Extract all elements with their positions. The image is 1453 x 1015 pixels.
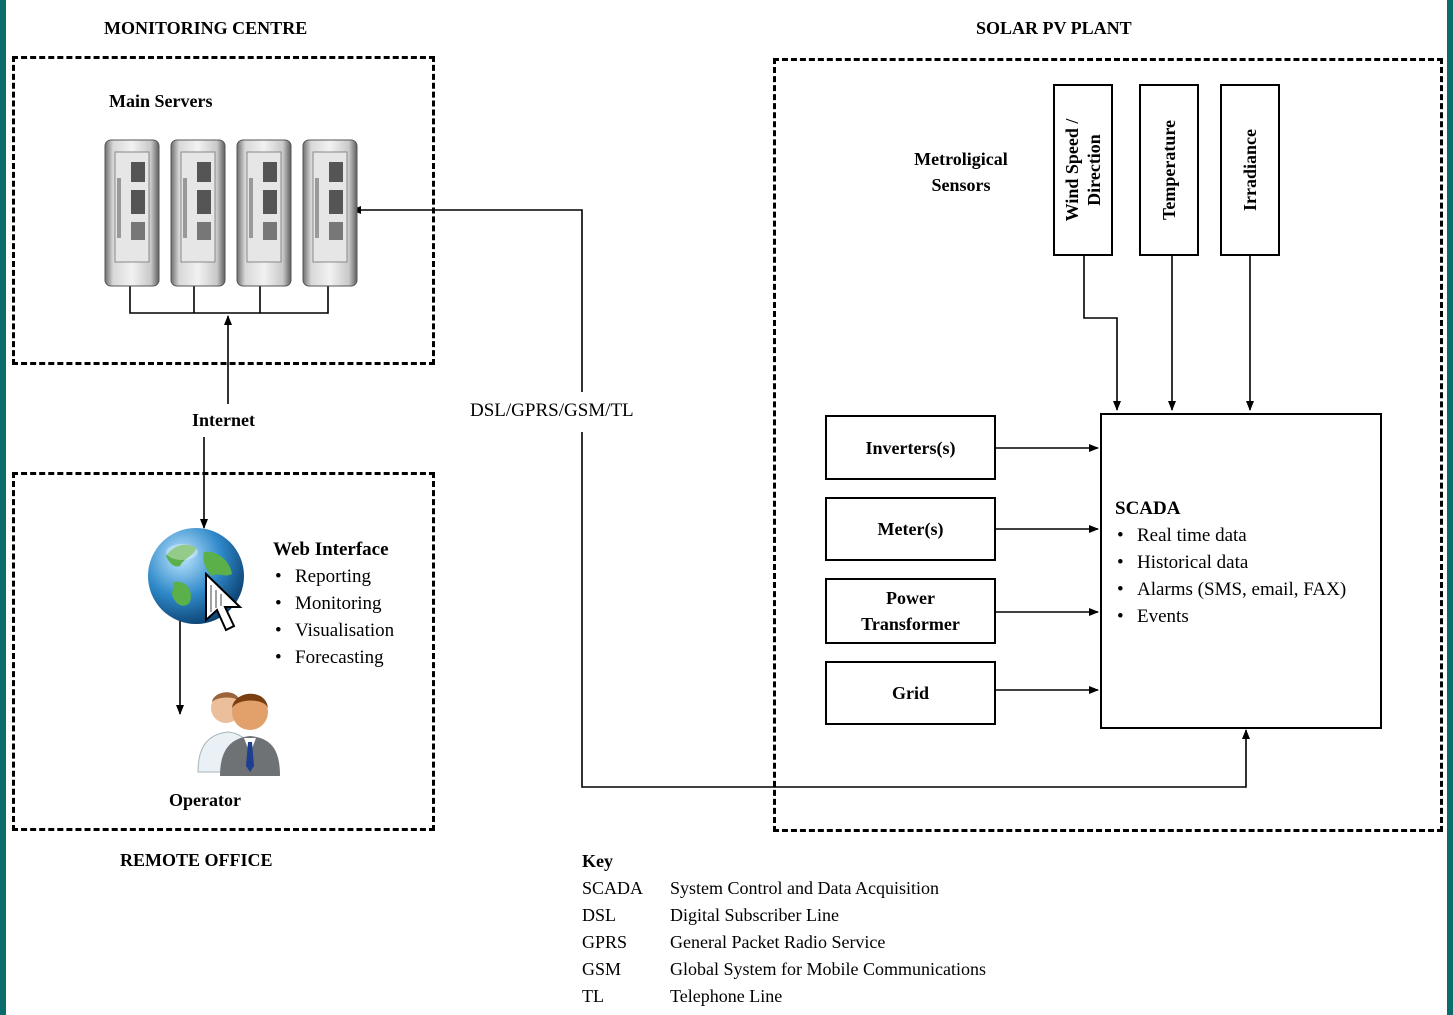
remote-office-region <box>12 472 435 831</box>
key-meaning: Telephone Line <box>670 986 783 1006</box>
key-entry: DSL Digital Subscriber Line <box>582 902 986 929</box>
key-meaning: Global System for Mobile Communications <box>670 959 986 979</box>
irradiance-sensor-label: Irradiance <box>1240 129 1260 211</box>
web-interface-title: Web Interface <box>273 539 389 560</box>
main-servers-label: Main Servers <box>109 91 213 111</box>
web-interface-list: Reporting Monitoring Visualisation Forec… <box>273 563 394 671</box>
comms-link-line <box>581 432 1250 788</box>
server-icon <box>104 139 160 287</box>
key-entry: GPRS General Packet Radio Service <box>582 929 986 956</box>
scada-item: Alarms (SMS, email, FAX) <box>1115 576 1346 603</box>
key-abbr: TL <box>582 986 604 1006</box>
main-servers-group <box>104 139 358 287</box>
key-title: Key <box>582 851 613 871</box>
comms-to-servers-arrow <box>351 206 583 392</box>
operator-label: Operator <box>169 790 241 810</box>
irradiance-sensor-box: Irradiance <box>1220 84 1280 256</box>
scada-content: SCADA Real time data Historical data Ala… <box>1115 495 1346 630</box>
key-entry: TL Telephone Line <box>582 983 986 1010</box>
cursor-icon <box>205 572 243 632</box>
sensors-title-line1: Metroligical <box>914 149 1008 169</box>
meter-box: Meter(s) <box>825 497 996 561</box>
web-interface-item: Forecasting <box>273 644 394 671</box>
server-icon <box>236 139 292 287</box>
operator-icon <box>197 692 280 776</box>
scada-item: Events <box>1115 603 1346 630</box>
sensors-title-line2: Sensors <box>931 175 991 195</box>
key-entry: SCADA System Control and Data Acquisition <box>582 875 986 902</box>
server-icon <box>170 139 226 287</box>
grid-box: Grid <box>825 661 996 725</box>
monitoring-centre-region <box>12 56 435 365</box>
scada-item: Historical data <box>1115 549 1346 576</box>
web-interface-item: Visualisation <box>273 617 394 644</box>
key-abbr: DSL <box>582 905 617 925</box>
scada-title: SCADA <box>1115 498 1181 519</box>
key-meaning: General Packet Radio Service <box>670 932 886 952</box>
comms-link-label: DSL/GPRS/GSM/TL <box>470 400 634 422</box>
key-entry: GSM Global System for Mobile Communicatio… <box>582 956 986 983</box>
key-abbr: GSM <box>582 959 622 979</box>
connector-lines <box>129 206 1254 788</box>
sensors-title: Metroligical Sensors <box>906 146 1016 198</box>
scada-item: Real time data <box>1115 522 1346 549</box>
key-abbr: GPRS <box>582 932 628 952</box>
server-icon <box>302 139 358 287</box>
wind-to-scada-arrow <box>1083 255 1121 411</box>
scada-box: SCADA Real time data Historical data Ala… <box>1100 413 1382 729</box>
wind-sensor-label: Wind Speed / Direction <box>1062 118 1104 222</box>
key-abbr: SCADA <box>582 878 644 898</box>
key-meaning: Digital Subscriber Line <box>670 905 839 925</box>
temperature-sensor-label: Temperature <box>1159 120 1179 220</box>
web-interface-block: Web Interface Reporting Monitoring Visua… <box>273 536 394 671</box>
web-interface-item: Monitoring <box>273 590 394 617</box>
monitoring-centre-title: MONITORING CENTRE <box>104 18 308 38</box>
inverters-box: Inverters(s) <box>825 415 996 480</box>
temperature-sensor-box: Temperature <box>1139 84 1199 256</box>
internet-label: Internet <box>192 410 255 431</box>
web-interface-item: Reporting <box>273 563 394 590</box>
wind-sensor-box: Wind Speed / Direction <box>1053 84 1113 256</box>
power-transformer-box: Power Transformer <box>825 578 996 644</box>
solar-pv-plant-region <box>773 58 1443 832</box>
remote-office-title: REMOTE OFFICE <box>120 850 273 870</box>
key-block: Key SCADA System Control and Data Acquisi… <box>582 848 986 1010</box>
solar-pv-plant-title: SOLAR PV PLANT <box>976 18 1132 38</box>
scada-list: Real time data Historical data Alarms (S… <box>1115 522 1346 630</box>
key-meaning: System Control and Data Acquisition <box>670 878 939 898</box>
diagram-canvas: MONITORING CENTRE SOLAR PV PLANT REMOTE … <box>6 0 1447 1015</box>
server-bus-line <box>129 286 329 314</box>
